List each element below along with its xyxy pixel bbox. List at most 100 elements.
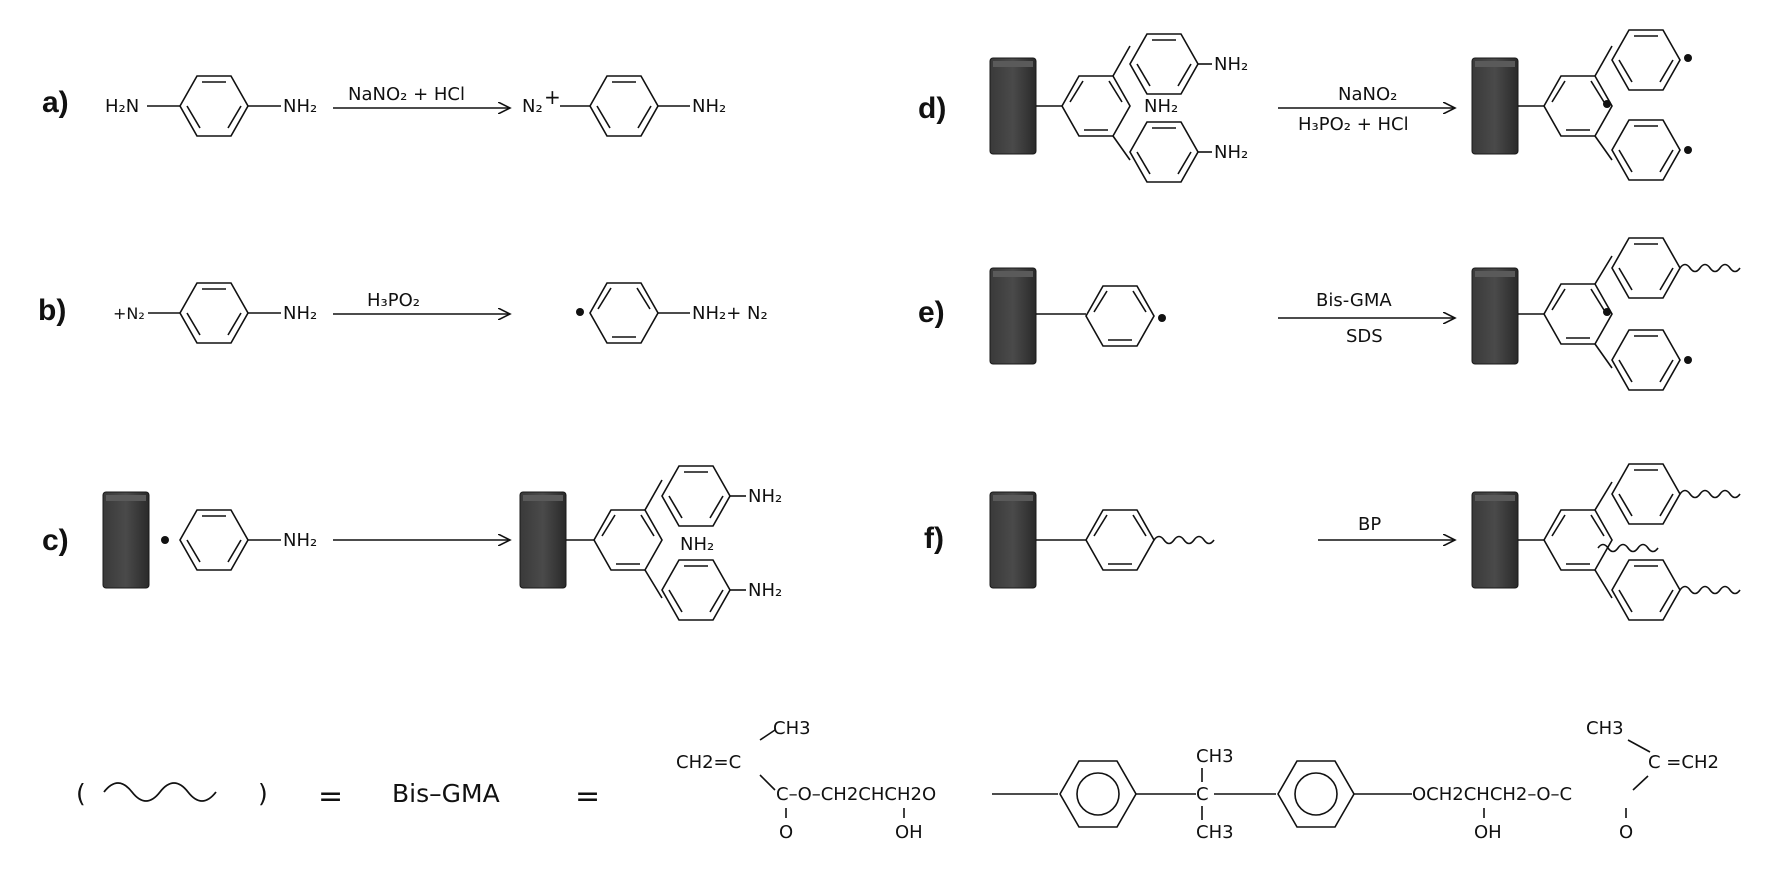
panel-a-product-charge: + [544, 85, 561, 109]
formula-ether-right: OCH2CHCH2–O–C [1412, 784, 1572, 805]
panel-d-reactant-bottom: NH₂ [1214, 142, 1248, 163]
benzene-ring-icon [1061, 75, 1131, 137]
benzene-ring-icon [1543, 283, 1613, 345]
panel-a: a) H₂N NH₂ NaNO₂ + HCl N₂ + NH₂ [42, 75, 726, 137]
panel-d-reagent-bottom: H₃PO₂ + HCl [1298, 114, 1409, 135]
panel-b-reactant-left: +N₂ [113, 304, 145, 323]
benzene-ring-icon [1611, 329, 1681, 391]
benzene-ring-icon [661, 559, 731, 621]
substrate-block-icon [989, 491, 1037, 589]
substrate-block-icon [519, 491, 567, 589]
panel-d-reagent-top: NaNO₂ [1338, 84, 1397, 105]
substrate-block-icon [102, 491, 150, 589]
legend-equals-2: = [575, 779, 600, 814]
benzene-ring-icon [1277, 760, 1355, 828]
legend-name: Bis–GMA [392, 779, 500, 808]
benzene-ring-icon [1085, 509, 1155, 571]
panel-a-reactant-left: H₂N [105, 96, 139, 117]
radical-dot-icon [1158, 314, 1166, 322]
benzene-ring-icon [1543, 75, 1613, 137]
benzene-ring-icon [179, 509, 249, 571]
legend-paren-close: ) [258, 779, 268, 808]
panel-d-label: d) [918, 92, 946, 125]
panel-d: d) NH₂ NH₂ NH₂ NaNO₂ H₃PO₂ + HCl [918, 29, 1692, 183]
benzene-ring-icon [1129, 33, 1199, 95]
panel-a-reactant-right: NH₂ [283, 96, 317, 117]
radical-dot-icon [576, 308, 584, 316]
panel-b-product-right: NH₂+ N₂ [692, 303, 768, 324]
benzene-ring-icon [1085, 285, 1155, 347]
panel-c-product-top: NH₂ [748, 486, 782, 507]
benzene-ring-icon [1611, 237, 1681, 299]
panel-c-reactant-right: NH₂ [283, 530, 317, 551]
bis-gma-chain-icon [1679, 585, 1741, 595]
benzene-ring-icon [179, 282, 249, 344]
benzene-ring-icon [589, 75, 659, 137]
benzene-ring-icon [1611, 463, 1681, 525]
substrate-block-icon [1471, 57, 1519, 155]
benzene-ring-icon [1543, 509, 1613, 571]
panel-a-label: a) [42, 86, 69, 119]
benzene-ring-icon [179, 75, 249, 137]
panel-c-product-mid: NH₂ [680, 534, 714, 555]
formula-ch3-top: CH3 [1196, 746, 1234, 767]
benzene-ring-icon [1611, 29, 1681, 91]
benzene-ring-icon [1611, 559, 1681, 621]
substrate-block-icon [1471, 491, 1519, 589]
panel-a-reagent: NaNO₂ + HCl [348, 84, 465, 105]
radical-dot-icon [1684, 146, 1692, 154]
benzene-ring-icon [1129, 121, 1199, 183]
formula-c-center: C [1196, 784, 1209, 805]
panel-b-reactant-right: NH₂ [283, 303, 317, 324]
panel-f: f) BP [924, 463, 1741, 621]
panel-c-product-bottom: NH₂ [748, 580, 782, 601]
legend-equals-1: = [318, 779, 343, 814]
bis-gma-chain-icon [1153, 535, 1215, 545]
radical-dot-icon [1684, 54, 1692, 62]
bis-gma-chain-icon [1679, 263, 1741, 273]
formula-o-right: O [1619, 822, 1633, 843]
formula-ester-left: C–O–CH2CHCH2O [776, 784, 936, 805]
benzene-ring-icon [1611, 119, 1681, 181]
panel-f-label: f) [924, 522, 944, 555]
benzene-ring-icon [661, 465, 731, 527]
panel-b-label: b) [38, 294, 66, 327]
substrate-block-icon [989, 57, 1037, 155]
legend-paren-open: ( [76, 779, 86, 808]
panel-b: b) +N₂ NH₂ H₃PO₂ NH₂+ N₂ [38, 282, 768, 344]
bis-gma-chain-icon [1597, 543, 1659, 553]
panel-e-label: e) [918, 296, 945, 329]
benzene-ring-icon [1059, 760, 1137, 828]
radical-dot-icon [1684, 356, 1692, 364]
bis-gma-chain-icon [1679, 489, 1741, 499]
formula-oh-left: OH [895, 822, 923, 843]
formula-o-left: O [779, 822, 793, 843]
radical-dot-icon [1603, 100, 1611, 108]
formula-ch3-right: CH3 [1586, 718, 1624, 739]
panel-e-reagent-bottom: SDS [1346, 326, 1383, 347]
formula-oh-right: OH [1474, 822, 1502, 843]
formula-ch3-left: CH3 [773, 718, 811, 739]
formula-ch3-bottom: CH3 [1196, 822, 1234, 843]
panel-d-reactant-mid: NH₂ [1144, 96, 1178, 117]
panel-c: c) NH₂ NH₂ NH₂ NH₂ [42, 465, 782, 621]
bis-gma-formula: CH3 CH2=C C–O–CH2CHCH2O O OH CH3 C CH3 O… [676, 718, 1719, 843]
panel-e: e) Bis-GMA SDS [918, 237, 1741, 391]
panel-a-product-right: NH₂ [692, 96, 726, 117]
formula-cch2-right: C =CH2 [1648, 752, 1719, 773]
substrate-block-icon [1471, 267, 1519, 365]
benzene-ring-icon [589, 282, 659, 344]
radical-dot-icon [161, 536, 169, 544]
panel-b-reagent: H₃PO₂ [367, 290, 420, 311]
panel-c-label: c) [42, 524, 69, 557]
panel-a-product-left: N₂ [522, 96, 543, 117]
panel-d-reactant-top: NH₂ [1214, 54, 1248, 75]
panel-f-reagent: BP [1358, 514, 1381, 535]
panel-e-reagent-top: Bis-GMA [1316, 290, 1392, 311]
benzene-ring-icon [593, 509, 663, 571]
formula-ch2c-left: CH2=C [676, 752, 741, 773]
substrate-block-icon [989, 267, 1037, 365]
bis-gma-chain-icon [103, 782, 217, 802]
radical-dot-icon [1603, 308, 1611, 316]
